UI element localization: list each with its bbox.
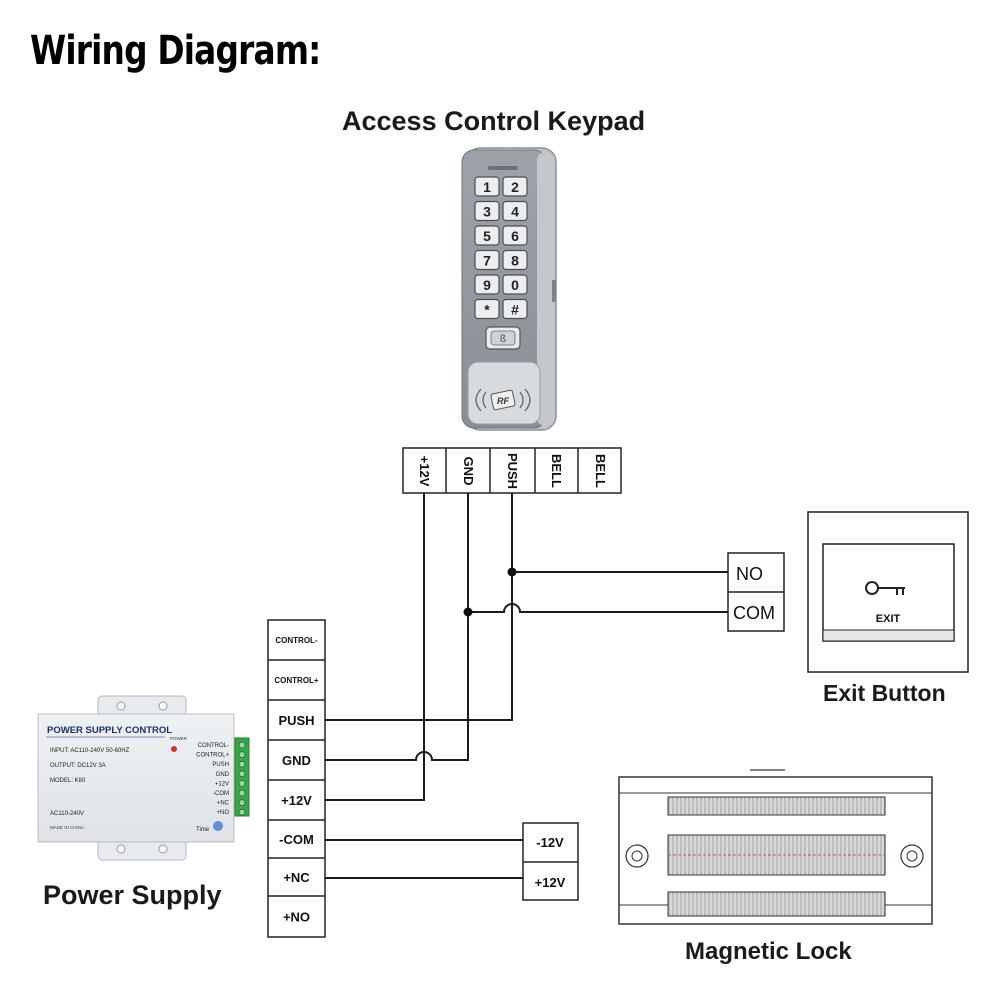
psu-ac: AC110-240V	[50, 811, 84, 817]
junction-com	[463, 607, 473, 617]
key-6: 6	[502, 225, 528, 246]
kp-term-gnd: GND	[461, 457, 476, 486]
psu-term-12v: +12V	[281, 793, 312, 808]
exit-button-label: Exit Button	[823, 680, 946, 706]
terminal-screw-icon	[238, 741, 246, 749]
keypad-label: Access Control Keypad	[342, 106, 646, 136]
svg-text:1: 1	[483, 179, 491, 195]
power-led-icon	[171, 746, 177, 752]
key-1: 1	[474, 176, 500, 197]
svg-text:3: 3	[483, 204, 491, 220]
power-supply-label: Power Supply	[43, 880, 222, 910]
exit-button: EXIT	[807, 511, 969, 673]
psu-terminal-labels: CONTROL- CONTROL+ PUSH GND +12V -COM +NC +NO	[196, 743, 230, 816]
psu-device-label: -COM	[213, 791, 229, 797]
exit-term-no: NO	[736, 564, 763, 584]
junction-no	[507, 567, 517, 577]
psu-term-no: +NO	[283, 910, 310, 925]
psu-time: Time	[196, 827, 210, 833]
psu-term-control: CONTROL-	[275, 636, 318, 645]
lock-term-minus12v: -12V	[536, 835, 564, 850]
psu-term-control: CONTROL+	[274, 676, 319, 685]
svg-text:2: 2	[511, 179, 519, 195]
key-3: 3	[474, 200, 500, 222]
rfid-text: RF	[497, 396, 509, 406]
psu-device-label: +NC	[217, 801, 230, 807]
wire-12v	[325, 493, 425, 801]
kp-term-push: PUSH	[505, 453, 520, 489]
svg-text:*: *	[484, 302, 490, 318]
svg-text:ß: ß	[500, 334, 506, 345]
terminal-screw-icon	[238, 760, 246, 768]
key-icon	[865, 581, 905, 595]
svg-text:4: 4	[511, 204, 519, 220]
wire-gnd	[325, 493, 469, 761]
terminal-screw-icon	[238, 770, 246, 778]
wire-push	[325, 493, 513, 721]
keypad-keys: 1 2 3 4 5 6 7 8 9 0 * #	[474, 176, 528, 320]
psu-device-label: PUSH	[212, 762, 229, 768]
keypad-terminal-block: +12V GND PUSH BELL BELL	[402, 447, 622, 494]
svg-text:9: 9	[483, 277, 491, 293]
psu-term-gnd: GND	[282, 753, 311, 768]
terminal-screw-icon	[238, 780, 246, 787]
svg-text:7: 7	[483, 253, 491, 269]
key-8: 8	[502, 249, 528, 271]
svg-text:5: 5	[483, 228, 491, 244]
psu-terminal-screws	[238, 741, 246, 816]
magnetic-lock	[618, 769, 933, 925]
key-0: 0	[502, 274, 528, 295]
psu-terminal-block: CONTROL- CONTROL+ PUSH GND +12V -COM +NC +NO	[267, 619, 326, 938]
rfid-icon: RF	[475, 388, 531, 412]
kp-term-12v: +12V	[417, 456, 432, 487]
exit-term-com: COM	[733, 603, 775, 623]
lock-term-plus12v: +12V	[535, 875, 566, 890]
key-4: 4	[502, 200, 528, 222]
psu-device-label: GND	[216, 772, 230, 778]
fingerprint-key: ß	[485, 326, 521, 350]
exit-plate-text: EXIT	[876, 613, 901, 625]
exit-terminal-block: NO COM	[727, 552, 785, 632]
psu-model: MODEL: K80	[50, 778, 86, 784]
key-2: 2	[502, 176, 528, 197]
psu-term-push: PUSH	[278, 713, 314, 728]
terminal-screw-icon	[238, 751, 246, 758]
access-control-keypad: 1 2 3 4 5 6 7 8 9 0 * # ß RF	[461, 147, 557, 431]
kp-term-bell-2: BELL	[593, 454, 608, 488]
psu-term-com: -COM	[279, 832, 314, 847]
psu-output: OUTPUT: DC12V 3A	[50, 763, 106, 769]
key-star: *	[474, 298, 500, 320]
psu-device-label: +NO	[216, 810, 229, 816]
terminal-screw-icon	[238, 799, 246, 806]
psu-input: INPUT: AC110-240V 50-60HZ	[50, 748, 130, 754]
svg-text:8: 8	[511, 253, 519, 269]
diagram-title: Wiring Diagram:	[30, 28, 321, 74]
power-supply-unit: POWER SUPPLY CONTROL POWER INPUT: AC110-…	[37, 695, 250, 861]
key-7: 7	[474, 249, 500, 271]
key-hash: #	[502, 298, 528, 320]
lock-terminal-block: -12V +12V	[522, 822, 579, 901]
psu-device-label: CONTROL+	[196, 753, 229, 759]
psu-term-nc: +NC	[283, 870, 310, 885]
psu-power-text: POWER	[170, 736, 188, 741]
svg-text:0: 0	[511, 277, 519, 293]
adjust-knob-icon	[213, 821, 223, 831]
svg-text:#: #	[511, 302, 519, 318]
magnetic-lock-label: Magnetic Lock	[685, 938, 852, 965]
psu-heading: POWER SUPPLY CONTROL	[47, 725, 172, 736]
key-9: 9	[474, 274, 500, 295]
kp-term-bell-1: BELL	[549, 454, 564, 488]
psu-device-label: CONTROL-	[198, 743, 229, 749]
svg-text:6: 6	[511, 228, 519, 244]
wire-com	[468, 603, 728, 613]
psu-made-in: MADE IN CHINA	[50, 825, 84, 830]
key-5: 5	[474, 225, 500, 246]
terminal-screw-icon	[238, 789, 246, 797]
psu-device-label: +12V	[215, 781, 229, 787]
terminal-screw-icon	[238, 808, 246, 816]
